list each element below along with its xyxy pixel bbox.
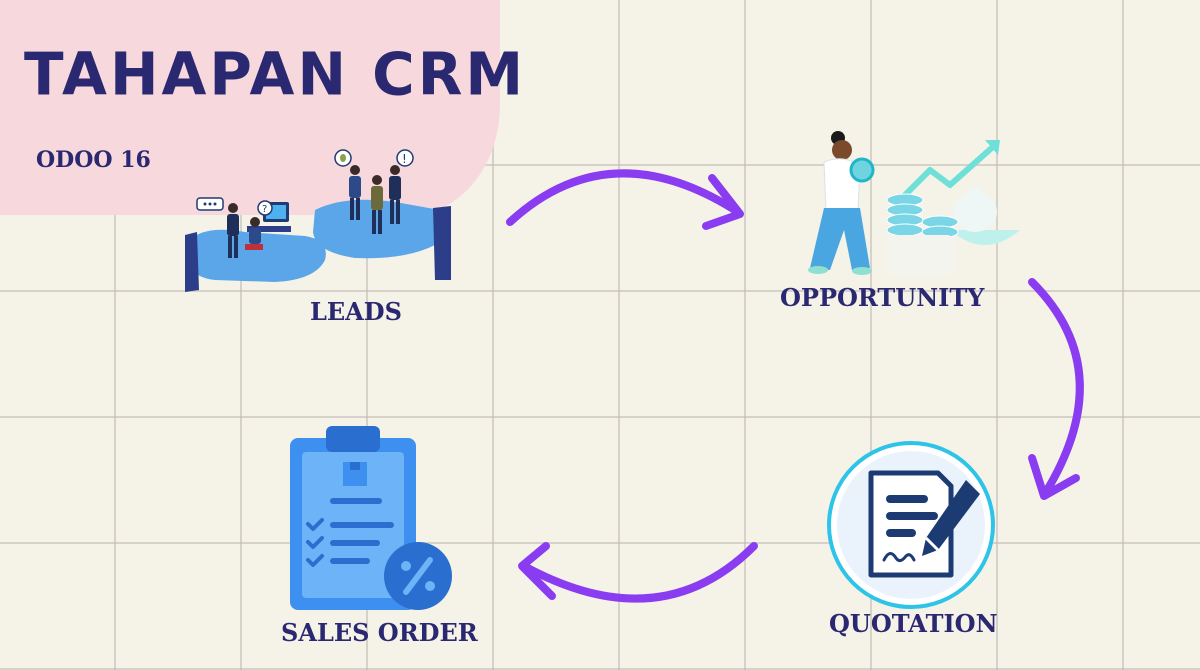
- arrow-opportunity-to-quotation: [1028, 278, 1084, 496]
- svg-text:!: !: [402, 152, 407, 166]
- stage-label-leads: LEADS: [310, 297, 402, 326]
- page-title: TAHAPAN CRM: [24, 39, 527, 109]
- page-subtitle: ODOO 16: [36, 147, 151, 173]
- header-background: [0, 0, 500, 215]
- stage-label-opportunity: OPPORTUNITY: [780, 283, 985, 312]
- arrow-head-1: [702, 174, 744, 230]
- quotation-document-pen-icon: [827, 441, 995, 609]
- sales-order-clipboard-icon: [290, 426, 452, 610]
- arrow-head-3: [518, 542, 556, 600]
- leads-illustration-icon: ? !: [185, 149, 451, 292]
- opportunity-illustration-icon: [808, 131, 1020, 275]
- arrow-leads-to-opportunity: [506, 169, 742, 226]
- svg-text:?: ?: [262, 204, 267, 215]
- stage-label-sales-order: SALES ORDER: [281, 618, 478, 647]
- stage-label-quotation: QUOTATION: [829, 609, 998, 638]
- arrow-head-2: [1028, 454, 1080, 500]
- arrow-quotation-to-sales-order: [520, 542, 758, 603]
